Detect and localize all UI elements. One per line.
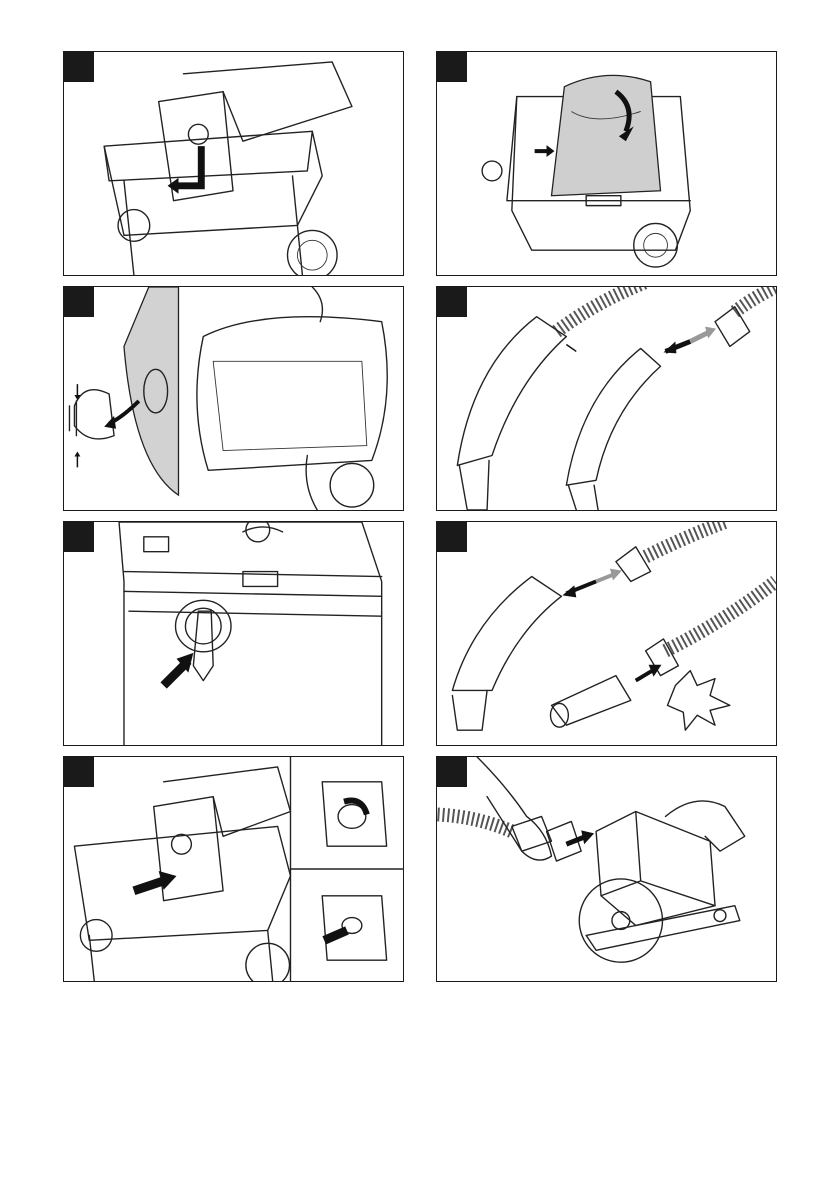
figure-hose-adapter [436,521,777,746]
dust-bag-insert-illustration [64,52,403,275]
hose-handle-connect-illustration [437,287,776,510]
figure-filter-bag-fold [436,51,777,276]
power-tool-connect-illustration [437,757,776,981]
figure-suction-port [63,521,404,746]
figure-dust-bag-insert [63,51,404,276]
figure-hose-handle-connect [436,286,777,511]
filter-bag-fold-illustration [437,52,776,275]
figure-power-tool-connect [436,756,777,982]
bag-removal-illustration [64,287,403,510]
figure-bag-removal [63,286,404,511]
figure-bag-seal-close [63,756,404,982]
hose-adapter-illustration [437,522,776,745]
suction-port-illustration [64,522,403,745]
bag-seal-close-illustration [64,757,403,981]
